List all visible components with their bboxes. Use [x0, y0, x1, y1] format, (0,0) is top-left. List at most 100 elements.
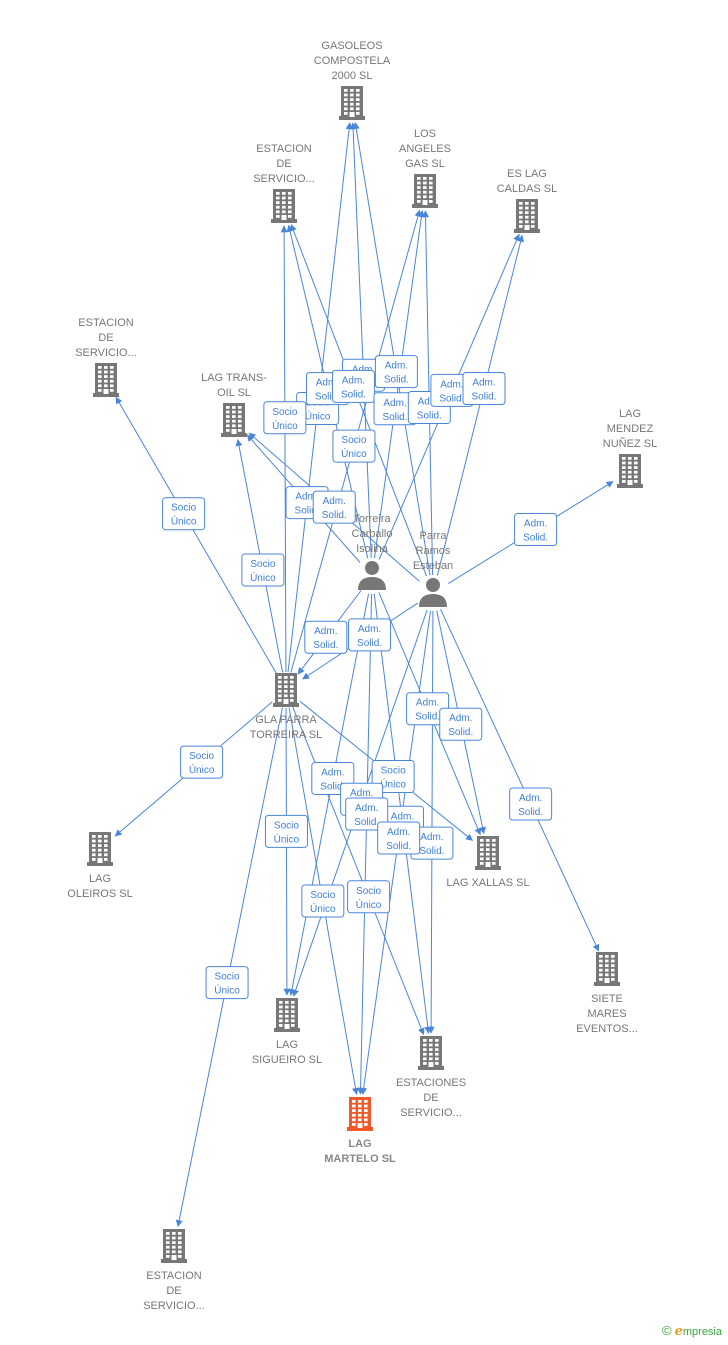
building-icon[interactable] — [514, 199, 540, 233]
empresia-watermark[interactable]: ©empresia — [662, 1323, 722, 1339]
node-label-line: ANGELES — [399, 143, 451, 155]
edge-label-parra-lagmendez[interactable]: Adm.Solid. — [514, 512, 558, 546]
building-icon[interactable] — [273, 673, 299, 707]
edge-label-parra-xallas[interactable]: Adm.Solid. — [439, 707, 483, 741]
node-label-line: MENDEZ — [607, 423, 654, 435]
company-node-siete[interactable]: SIETEMARESEVENTOS... — [576, 952, 638, 1035]
edge-parra-siete — [440, 609, 600, 952]
edge-label-parra-siete[interactable]: Adm.Solid. — [509, 787, 553, 821]
person-icon[interactable] — [419, 578, 447, 607]
edge-label-torreira-martelo[interactable]: Adm.Solid. — [345, 797, 389, 831]
node-label-line: DE — [276, 158, 291, 170]
edge-gla-est2 — [115, 396, 278, 675]
edge-label-line: Adm. — [350, 788, 373, 799]
building-icon[interactable] — [271, 189, 297, 223]
edge-label-line: Socio — [310, 890, 335, 901]
node-label-line: LAG — [619, 408, 641, 420]
edge-label-line: Socio — [381, 765, 406, 776]
node-label-line: Isolina — [356, 543, 389, 555]
building-icon[interactable] — [161, 1229, 187, 1263]
edge-label-box — [347, 880, 391, 914]
edge-label-line: Adm. — [387, 827, 410, 838]
node-label-line: 2000 SL — [332, 70, 373, 82]
edge-label-line: Solid. — [518, 807, 543, 818]
building-icon[interactable] — [475, 836, 501, 870]
building-icon[interactable] — [418, 1036, 444, 1070]
edge-label-line: Adm. — [342, 375, 365, 386]
edge-label-parra-est1[interactable]: Adm.Solid. — [331, 369, 375, 403]
edge-label-line: Adm. — [391, 811, 414, 822]
edge-label-line: Único — [356, 898, 382, 911]
building-icon[interactable] — [412, 174, 438, 208]
edge-label-parra-gasoleos[interactable]: Adm.Solid. — [374, 355, 418, 389]
building-icon[interactable] — [274, 998, 300, 1032]
node-label-line: MARTELO SL — [324, 1153, 396, 1165]
company-node-xallas[interactable]: LAG XALLAS SL — [446, 836, 530, 889]
company-node-est2[interactable]: ESTACIONDESERVICIO... — [75, 317, 137, 397]
edge-label-line: Adm. — [295, 492, 318, 503]
edge-label-parra-eslag[interactable]: Adm.Solid. — [462, 371, 506, 405]
person-icon[interactable] — [358, 561, 386, 590]
building-icon[interactable] — [617, 454, 643, 488]
building-icon[interactable] — [93, 363, 119, 397]
edge-label-parra-gla[interactable]: Adm.Solid. — [348, 618, 392, 652]
edge-label-line: Solid. — [315, 392, 340, 403]
edge-label-line: Único — [214, 984, 240, 997]
edge-parra-gasoleos — [352, 122, 431, 576]
edge-label-torreira-eslag[interactable]: Adm.Solid. — [430, 373, 474, 407]
node-label-line: TORREIRA SL — [250, 729, 323, 741]
edge-label-torreira-xallas[interactable]: Adm.Solid. — [406, 692, 450, 726]
edge-label-line: Único — [380, 777, 406, 790]
edge-label-box — [264, 814, 308, 848]
node-label-line: ESTACION — [256, 143, 311, 155]
building-icon[interactable] — [594, 952, 620, 986]
edge-label-box — [374, 355, 418, 389]
building-icon[interactable] — [221, 403, 247, 437]
edge-gla-est1 — [280, 225, 288, 673]
company-node-est3[interactable]: ESTACIONDESERVICIO... — [143, 1229, 205, 1312]
edge-label-parra-lagtrans[interactable]: Adm.Solid. — [312, 490, 356, 524]
company-node-est1[interactable]: ESTACIONDESERVICIO... — [253, 143, 315, 223]
edge-label-line: Adm. — [352, 364, 375, 375]
node-label-line: COMPOSTELA — [314, 55, 391, 67]
edges-layer — [114, 122, 614, 1228]
node-label-line: ESTACION — [78, 317, 133, 329]
node-label-line: GAS SL — [405, 158, 445, 170]
node-label-line: SIGUEIRO SL — [252, 1054, 322, 1066]
building-icon[interactable] — [339, 86, 365, 120]
company-node-lagtrans[interactable]: LAG TRANS-OIL SL — [201, 372, 267, 437]
edge-label-box — [332, 429, 376, 463]
node-label-line: SERVICIO... — [400, 1107, 462, 1119]
edge-label-line: Único — [272, 419, 298, 432]
empresia-logo-letter: e — [674, 1324, 683, 1339]
edge-label-parra-estaciones[interactable]: Adm.Solid. — [410, 826, 454, 860]
company-node-estaciones[interactable]: ESTACIONESDESERVICIO... — [396, 1036, 466, 1119]
edge-label-line: Solid. — [417, 411, 442, 422]
edge-label-parra-martelo[interactable]: Adm.Solid. — [377, 821, 421, 855]
edge-label-line: Socio — [215, 972, 240, 983]
building-icon[interactable] — [87, 832, 113, 866]
building-icon[interactable] — [347, 1097, 373, 1131]
edge-label-box — [331, 369, 375, 403]
edge-label-torreira-gla[interactable]: Adm.Solid. — [304, 620, 348, 654]
